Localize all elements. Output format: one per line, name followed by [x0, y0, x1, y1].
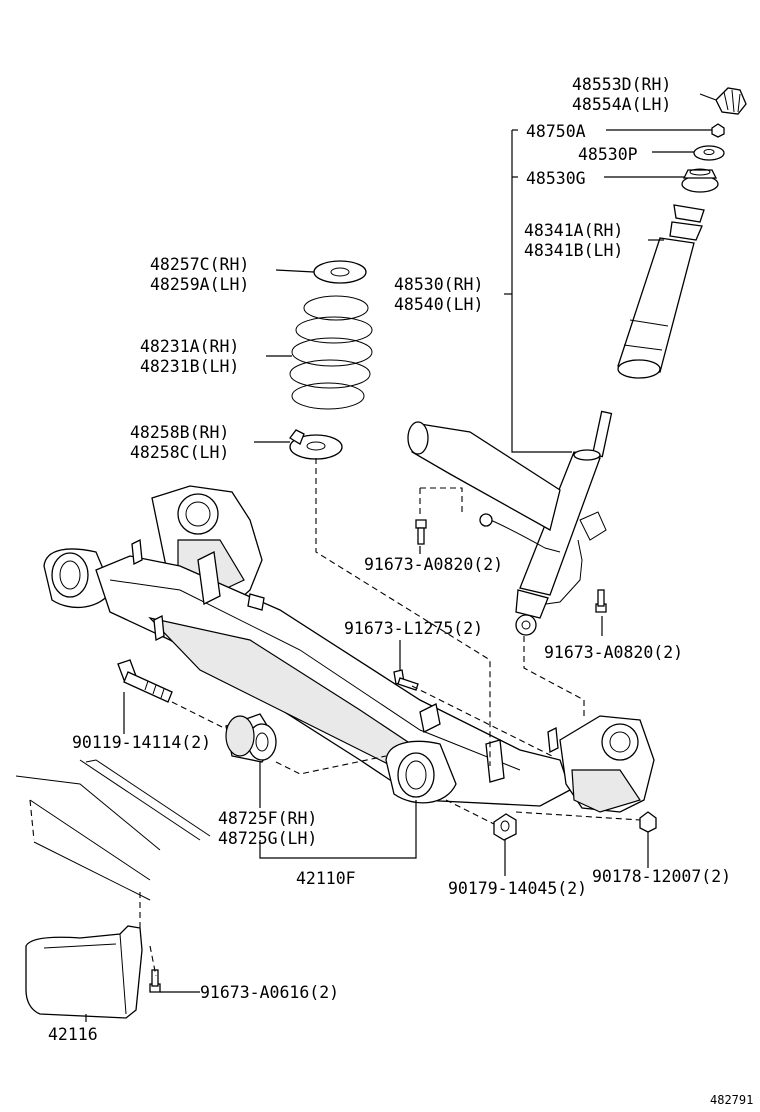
- shock-absorber[interactable]: [479, 410, 613, 636]
- label-90179: 90179-14045(2): [448, 879, 587, 898]
- label-48530G: 48530G: [526, 169, 586, 188]
- diagram-id: 482791: [710, 1093, 753, 1107]
- label-48259A: 48259A(LH): [150, 275, 249, 294]
- label-48231A: 48231A(RH): [140, 337, 239, 356]
- bolt-91673-A0820-left[interactable]: [415, 519, 427, 545]
- upper-spring-seat[interactable]: [313, 260, 367, 284]
- label-48258C: 48258C(LH): [130, 443, 229, 462]
- axle-bushing[interactable]: [225, 713, 277, 763]
- label-48257C: 48257C(RH): [150, 255, 249, 274]
- label-91673-A0616: 91673-A0616(2): [200, 983, 339, 1002]
- label-48530: 48530(RH): [394, 275, 483, 294]
- part-labels: 48553D(RH) 48554A(LH) 48750A 48530P 4853…: [48, 75, 753, 1107]
- label-48341A: 48341A(RH): [524, 221, 623, 240]
- label-48725F: 48725F(RH): [218, 809, 317, 828]
- label-90119: 90119-14114(2): [72, 733, 211, 752]
- label-48341B: 48341B(LH): [524, 241, 623, 260]
- bolt-91673-A0820-right[interactable]: [595, 589, 607, 613]
- washer-48530P[interactable]: [693, 145, 725, 161]
- label-42110F: 42110F: [296, 869, 356, 888]
- label-48554A: 48554A(LH): [572, 95, 671, 114]
- label-42116: 42116: [48, 1025, 98, 1044]
- label-48231B: 48231B(LH): [140, 357, 239, 376]
- nut-90179[interactable]: [493, 813, 517, 841]
- label-91673-A0820-left: 91673-A0820(2): [364, 555, 503, 574]
- label-91673-A0820-right: 91673-A0820(2): [544, 643, 683, 662]
- label-48258B: 48258B(RH): [130, 423, 229, 442]
- label-48530P: 48530P: [578, 145, 638, 164]
- rear-axle-beam[interactable]: [43, 485, 655, 813]
- underbody-panel-outline: [15, 759, 211, 901]
- label-48750A: 48750A: [526, 122, 586, 141]
- mount-48530G[interactable]: [681, 168, 719, 193]
- installation-dashed-lines: [139, 458, 641, 977]
- dust-boot[interactable]: [617, 204, 705, 379]
- nut-48750A[interactable]: [711, 123, 725, 138]
- bolt-91673-A0616[interactable]: [149, 969, 161, 993]
- nut-90178[interactable]: [639, 811, 657, 833]
- label-48553D: 48553D(RH): [572, 75, 671, 94]
- leader-lines: [85, 93, 717, 1022]
- label-91673-L1275: 91673-L1275(2): [344, 619, 483, 638]
- upper-mount-cap[interactable]: [715, 87, 747, 115]
- mud-guard[interactable]: [25, 925, 143, 1019]
- label-48540: 48540(LH): [394, 295, 483, 314]
- bolt-90119[interactable]: [117, 659, 173, 703]
- label-48725G: 48725G(LH): [218, 829, 317, 848]
- lower-spring-seat[interactable]: [289, 429, 343, 460]
- coil-spring[interactable]: [289, 295, 373, 410]
- label-90178: 90178-12007(2): [592, 867, 731, 886]
- protector-cover: [407, 421, 561, 531]
